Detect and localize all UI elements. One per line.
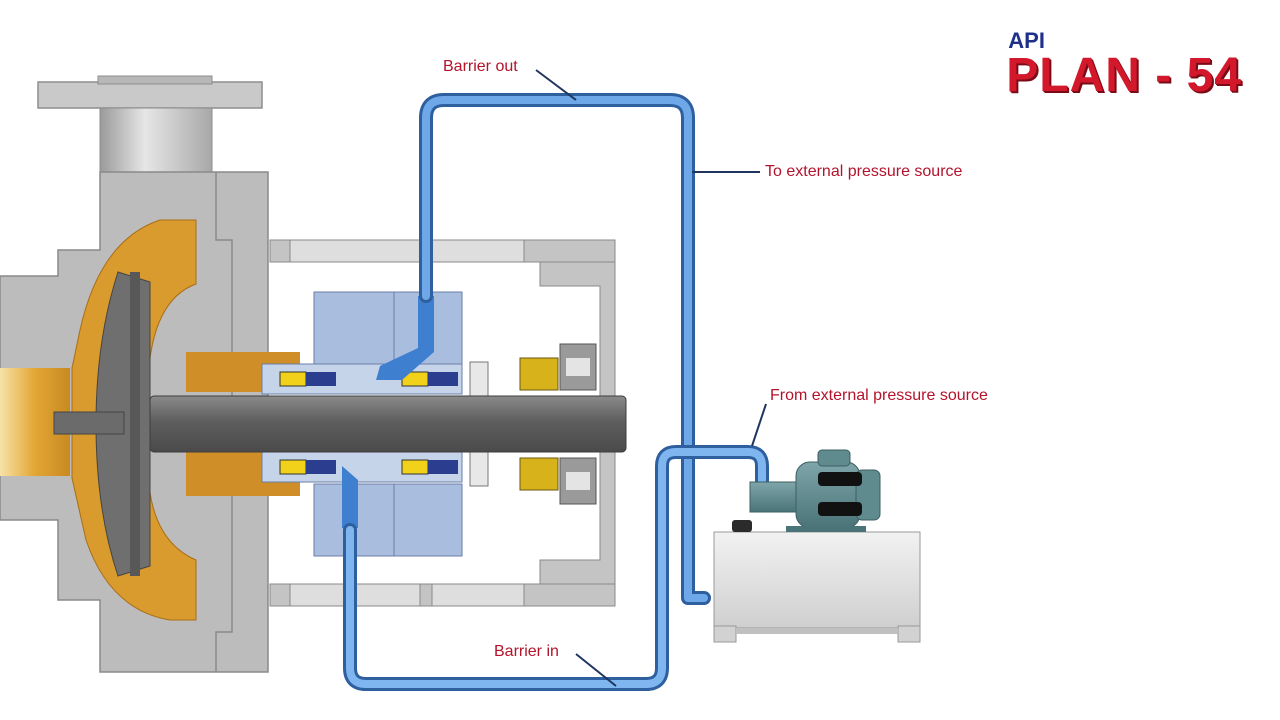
bearing — [519, 343, 597, 505]
pump-motor-unit — [749, 449, 881, 532]
reservoir-tank — [713, 520, 921, 643]
leader-lines — [535, 69, 767, 687]
title-block: API PLAN - 54 — [1006, 28, 1242, 103]
label-from-external-pressure-source: From external pressure source — [770, 387, 988, 404]
shaft — [149, 395, 627, 453]
label-barrier-in: Barrier in — [494, 643, 559, 660]
label-to-external-pressure-source: To external pressure source — [765, 163, 963, 180]
barrier-pipe — [343, 93, 769, 691]
seal-gland — [261, 291, 489, 557]
title-plan: PLAN - 54 — [1006, 49, 1242, 102]
title-api: API — [1008, 28, 1045, 53]
impeller — [53, 271, 151, 577]
label-barrier-out: Barrier out — [443, 58, 518, 75]
